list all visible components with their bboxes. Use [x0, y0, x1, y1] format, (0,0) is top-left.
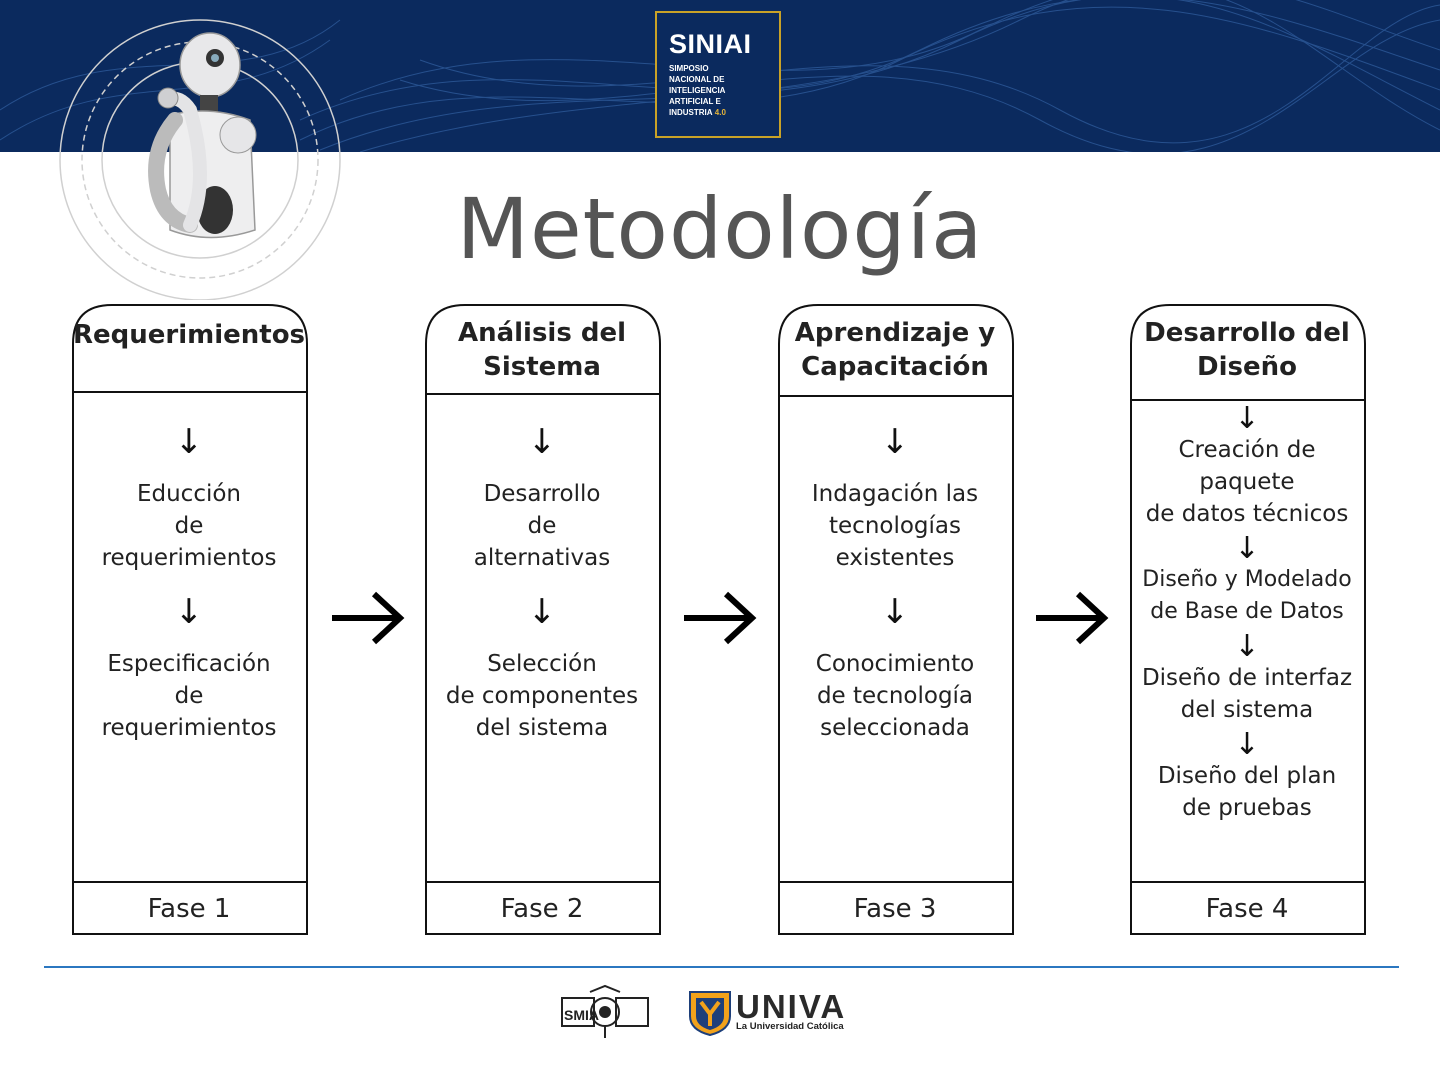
logo-line-last: INDUSTRIA 4.0 [669, 107, 779, 118]
phase-column-1: Requerimientos ↓ Educción de requerimien… [72, 304, 308, 935]
down-arrow-icon: ↓ [174, 422, 204, 462]
univa-shield-icon [689, 991, 731, 1036]
phase-column-3: Aprendizaje y Capacitación ↓ Indagación … [778, 304, 1014, 935]
down-arrow-icon: ↓ [880, 592, 910, 632]
phase-outline [425, 304, 661, 935]
logo-industria: INDUSTRIA [669, 108, 713, 117]
down-arrow-icon: ↓ [1234, 401, 1260, 436]
step-text: Diseño del plan de pruebas [1157, 763, 1337, 821]
phase-outline [778, 304, 1014, 935]
right-arrow-icon [684, 591, 757, 645]
step-text: Selección de componentes del sistema [445, 651, 639, 741]
logo-line: INTELIGENCIA [669, 86, 726, 95]
step-text: Diseño de interfaz del sistema [1141, 665, 1353, 723]
phase-header: Análisis del Sistema [457, 318, 627, 382]
down-arrow-icon: ↓ [880, 422, 910, 462]
right-arrow-icon [1036, 591, 1109, 645]
step-text: Creación de paquete de datos técnicos [1145, 437, 1349, 527]
step-text: Indagación las tecnologías existentes [811, 481, 979, 571]
phase-outline [72, 304, 308, 935]
siniai-logo: SINIAI SIMPOSIO NACIONAL DE INTELIGENCIA… [655, 11, 781, 138]
logo-line: SIMPOSIO [669, 64, 709, 73]
step-text: Conocimiento de tecnología seleccionada [815, 651, 975, 741]
phase-column-2: Análisis del Sistema ↓ Desarrollo de alt… [425, 304, 661, 935]
logo-subtitle: SIMPOSIO NACIONAL DE INTELIGENCIA ARTIFI… [669, 63, 779, 118]
univa-name: UNIVA [736, 988, 847, 1025]
phase-header: Aprendizaje y Capacitación [794, 318, 996, 382]
phase-footer: Fase 4 [1205, 894, 1289, 924]
step-text: Desarrollo de alternativas [473, 481, 611, 571]
phase-footer: Fase 2 [500, 894, 584, 924]
down-arrow-icon: ↓ [527, 422, 557, 462]
phase-header: Desarrollo del Diseño [1144, 318, 1350, 382]
smia-logo-text: SMIA [564, 1007, 599, 1023]
phase-steps: ↓ Creación de paquete de datos técnicos … [1130, 404, 1364, 824]
phase-footer: Fase 1 [147, 894, 231, 924]
phase-header: Requerimientos [72, 320, 306, 350]
univa-tagline: La Universidad Católica [736, 1021, 844, 1032]
robot-illustration [59, 19, 341, 300]
step-text: Especificación de requerimientos [101, 651, 277, 741]
phase-steps: ↓ Indagación las tecnologías existentes … [778, 422, 1012, 758]
down-arrow-icon: ↓ [527, 592, 557, 632]
footer-divider [44, 966, 1399, 968]
down-arrow-icon: ↓ [1234, 727, 1260, 762]
step-text: Diseño y Modelado de Base de Datos [1142, 567, 1352, 624]
down-arrow-icon: ↓ [1234, 629, 1260, 664]
smia-logo: SMIA [561, 984, 649, 1038]
page-title: Metodología [456, 180, 984, 278]
univa-logo: UNIVA La Universidad Católica [688, 988, 888, 1036]
phase-column-4: Desarrollo del Diseño ↓ Creación de paqu… [1130, 304, 1366, 935]
phase-footer: Fase 3 [853, 894, 937, 924]
logo-version: 4.0 [714, 108, 726, 117]
down-arrow-icon: ↓ [174, 592, 204, 632]
step-text: Educción de requerimientos [101, 481, 277, 571]
right-arrow-icon [332, 591, 405, 645]
logo-title: SINIAI [669, 29, 752, 59]
phase-outline [1130, 304, 1366, 935]
down-arrow-icon: ↓ [1234, 531, 1260, 566]
logo-line: NACIONAL DE [669, 75, 725, 84]
phase-steps: ↓ Desarrollo de alternativas ↓ Selección… [425, 422, 659, 758]
logo-line: ARTIFICIAL E [669, 97, 721, 106]
phase-steps: ↓ Educción de requerimientos ↓ Especific… [72, 422, 306, 758]
